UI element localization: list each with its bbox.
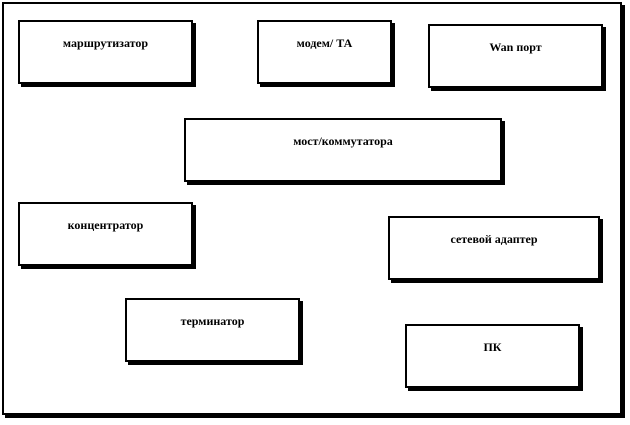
node-network-adapter-label: сетевой адаптер [450,232,538,246]
node-pc-label: ПК [483,340,502,354]
node-wan-port-label: Wan порт [489,40,542,54]
node-pc: ПК [405,324,580,388]
node-wan-port: Wan порт [428,24,603,88]
node-modem: модем/ ТА [257,20,392,84]
node-router: маршрутизатор [18,20,193,84]
node-bridge-switch-label: мост/коммутатора [293,134,393,148]
node-router-label: маршрутизатор [62,36,149,50]
node-hub-label: концентратор [67,218,144,232]
node-bridge-switch: мост/коммутатора [184,118,502,182]
node-terminator-label: терминатор [180,314,245,328]
node-terminator: терминатор [125,298,300,362]
node-network-adapter: сетевой адаптер [388,216,600,280]
node-modem-label: модем/ ТА [296,36,353,50]
node-hub: концентратор [18,202,193,266]
